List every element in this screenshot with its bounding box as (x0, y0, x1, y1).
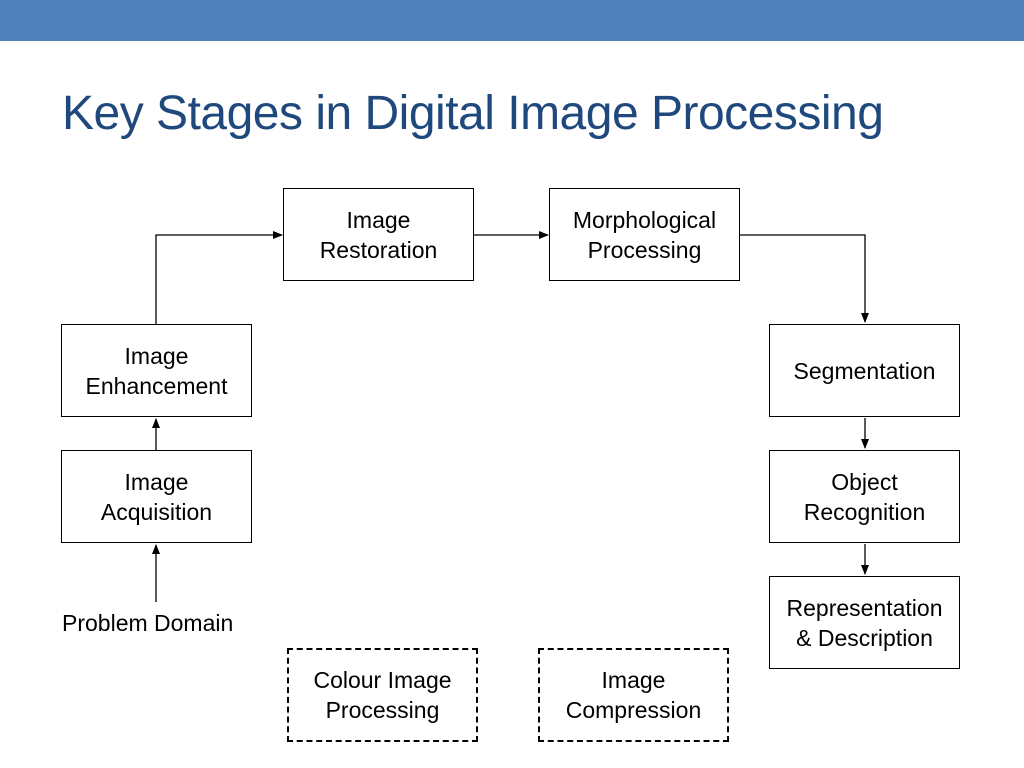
morphological-processing-label: Morphological Processing (572, 206, 717, 263)
colour-image-processing-box: Colour Image Processing (287, 648, 478, 742)
representation-description-label: Representation & Description (786, 594, 943, 651)
image-compression-label: Image Compression (565, 667, 702, 723)
image-compression-box: Image Compression (538, 648, 729, 742)
problem-domain-label: Problem Domain (62, 610, 234, 636)
image-enhancement-label: Image Enhancement (85, 342, 228, 399)
morphological-processing-box: Morphological Processing (549, 188, 740, 281)
image-acquisition-label: Image Acquisition (100, 468, 213, 525)
slide-title: Key Stages in Digital Image Processing (62, 87, 884, 140)
colour-image-processing-label: Colour Image Processing (313, 667, 452, 723)
segmentation-box: Segmentation (769, 324, 960, 417)
image-acquisition-box: Image Acquisition (61, 450, 252, 543)
image-enhancement-box: Image Enhancement (61, 324, 252, 417)
arrow-enhancement-to-restoration (155, 231, 283, 324)
representation-description-box: Representation & Description (769, 576, 960, 669)
image-restoration-box: Image Restoration (283, 188, 474, 281)
object-recognition-label: Object Recognition (803, 468, 926, 525)
header-bar (0, 0, 1024, 41)
arrow-morphological-to-segmentation (740, 234, 869, 323)
object-recognition-box: Object Recognition (769, 450, 960, 543)
segmentation-label: Segmentation (793, 357, 936, 384)
image-restoration-label: Image Restoration (319, 206, 438, 263)
